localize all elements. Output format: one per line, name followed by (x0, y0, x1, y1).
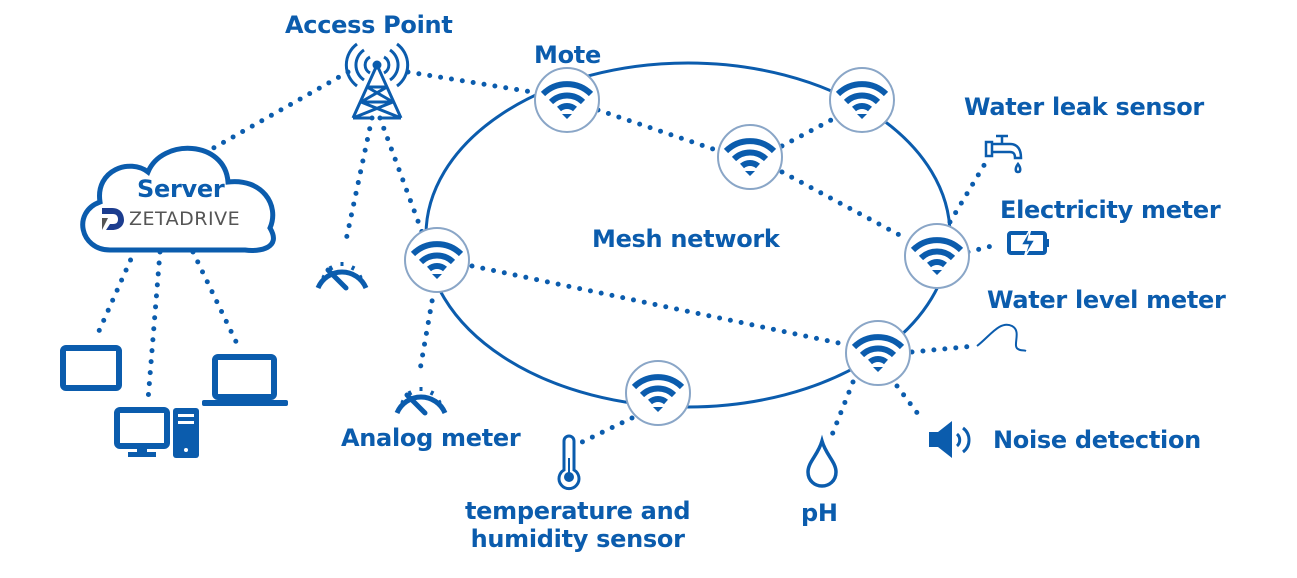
cell-tower-icon (344, 42, 410, 120)
link-ap-gauge (342, 115, 375, 248)
link-mote-mote (595, 107, 719, 153)
gauge-icon (397, 387, 445, 413)
laptop-icon (202, 354, 288, 406)
mote-node[interactable] (904, 223, 970, 289)
link-ap-mote (405, 69, 535, 95)
speaker-icon (929, 421, 971, 458)
dotted-links (92, 69, 1003, 446)
link-ap-mote-left (377, 115, 425, 235)
mote-node[interactable] (717, 124, 783, 190)
mote-node[interactable] (534, 67, 600, 133)
wave-icon (976, 323, 1027, 352)
gauge-icon (318, 262, 366, 288)
server-label: Server (137, 175, 225, 203)
zetadrive-logo-icon (102, 208, 124, 230)
brand-label: ZETADRIVE (129, 208, 241, 230)
access-point-label: Access Point (285, 11, 453, 39)
link-mote-mote (779, 169, 908, 241)
mote-node[interactable] (845, 320, 911, 386)
water-leak-sensor-label: Water leak sensor (964, 93, 1204, 121)
link-mote-ph (827, 379, 856, 443)
mote-label: Mote (534, 41, 601, 69)
tablet-icon (60, 345, 122, 391)
thermometer-icon (557, 434, 581, 491)
cloud-icon (80, 146, 276, 253)
temperature-humidity-label: temperature and humidity sensor (465, 497, 691, 553)
link-server-laptop (190, 249, 243, 353)
mote-nodes (404, 67, 970, 426)
link-mote-speaker (894, 383, 921, 417)
electricity-meter-label: Electricity meter (1000, 196, 1221, 224)
link-mote-faucet (947, 159, 989, 225)
analog-meter-label: Analog meter (341, 424, 521, 452)
desktop-computer-icon (114, 407, 199, 458)
faucet-icon (984, 134, 1023, 174)
mote-node[interactable] (625, 360, 691, 426)
link-server-desktop (145, 249, 163, 403)
link-mote-mote (469, 263, 851, 348)
temperature-label-line2: humidity sensor (470, 524, 685, 553)
ph-label: pH (801, 499, 838, 527)
battery-charging-icon (1007, 227, 1049, 259)
noise-detection-label: Noise detection (993, 426, 1201, 454)
mote-node[interactable] (404, 227, 470, 293)
link-mote-mote (779, 115, 838, 149)
water-drop-icon (806, 434, 838, 488)
link-mote-gauge (417, 287, 437, 373)
link-mote-battery (965, 241, 1003, 255)
link-mote-wave (909, 343, 978, 355)
temperature-label-line1: temperature and (465, 497, 691, 525)
link-mote-thermometer (577, 415, 635, 446)
link-ap-server (207, 69, 351, 153)
mote-node[interactable] (829, 67, 895, 133)
water-level-meter-label: Water level meter (987, 286, 1226, 314)
mesh-network-label: Mesh network (592, 225, 780, 253)
link-server-tablet (92, 247, 138, 343)
